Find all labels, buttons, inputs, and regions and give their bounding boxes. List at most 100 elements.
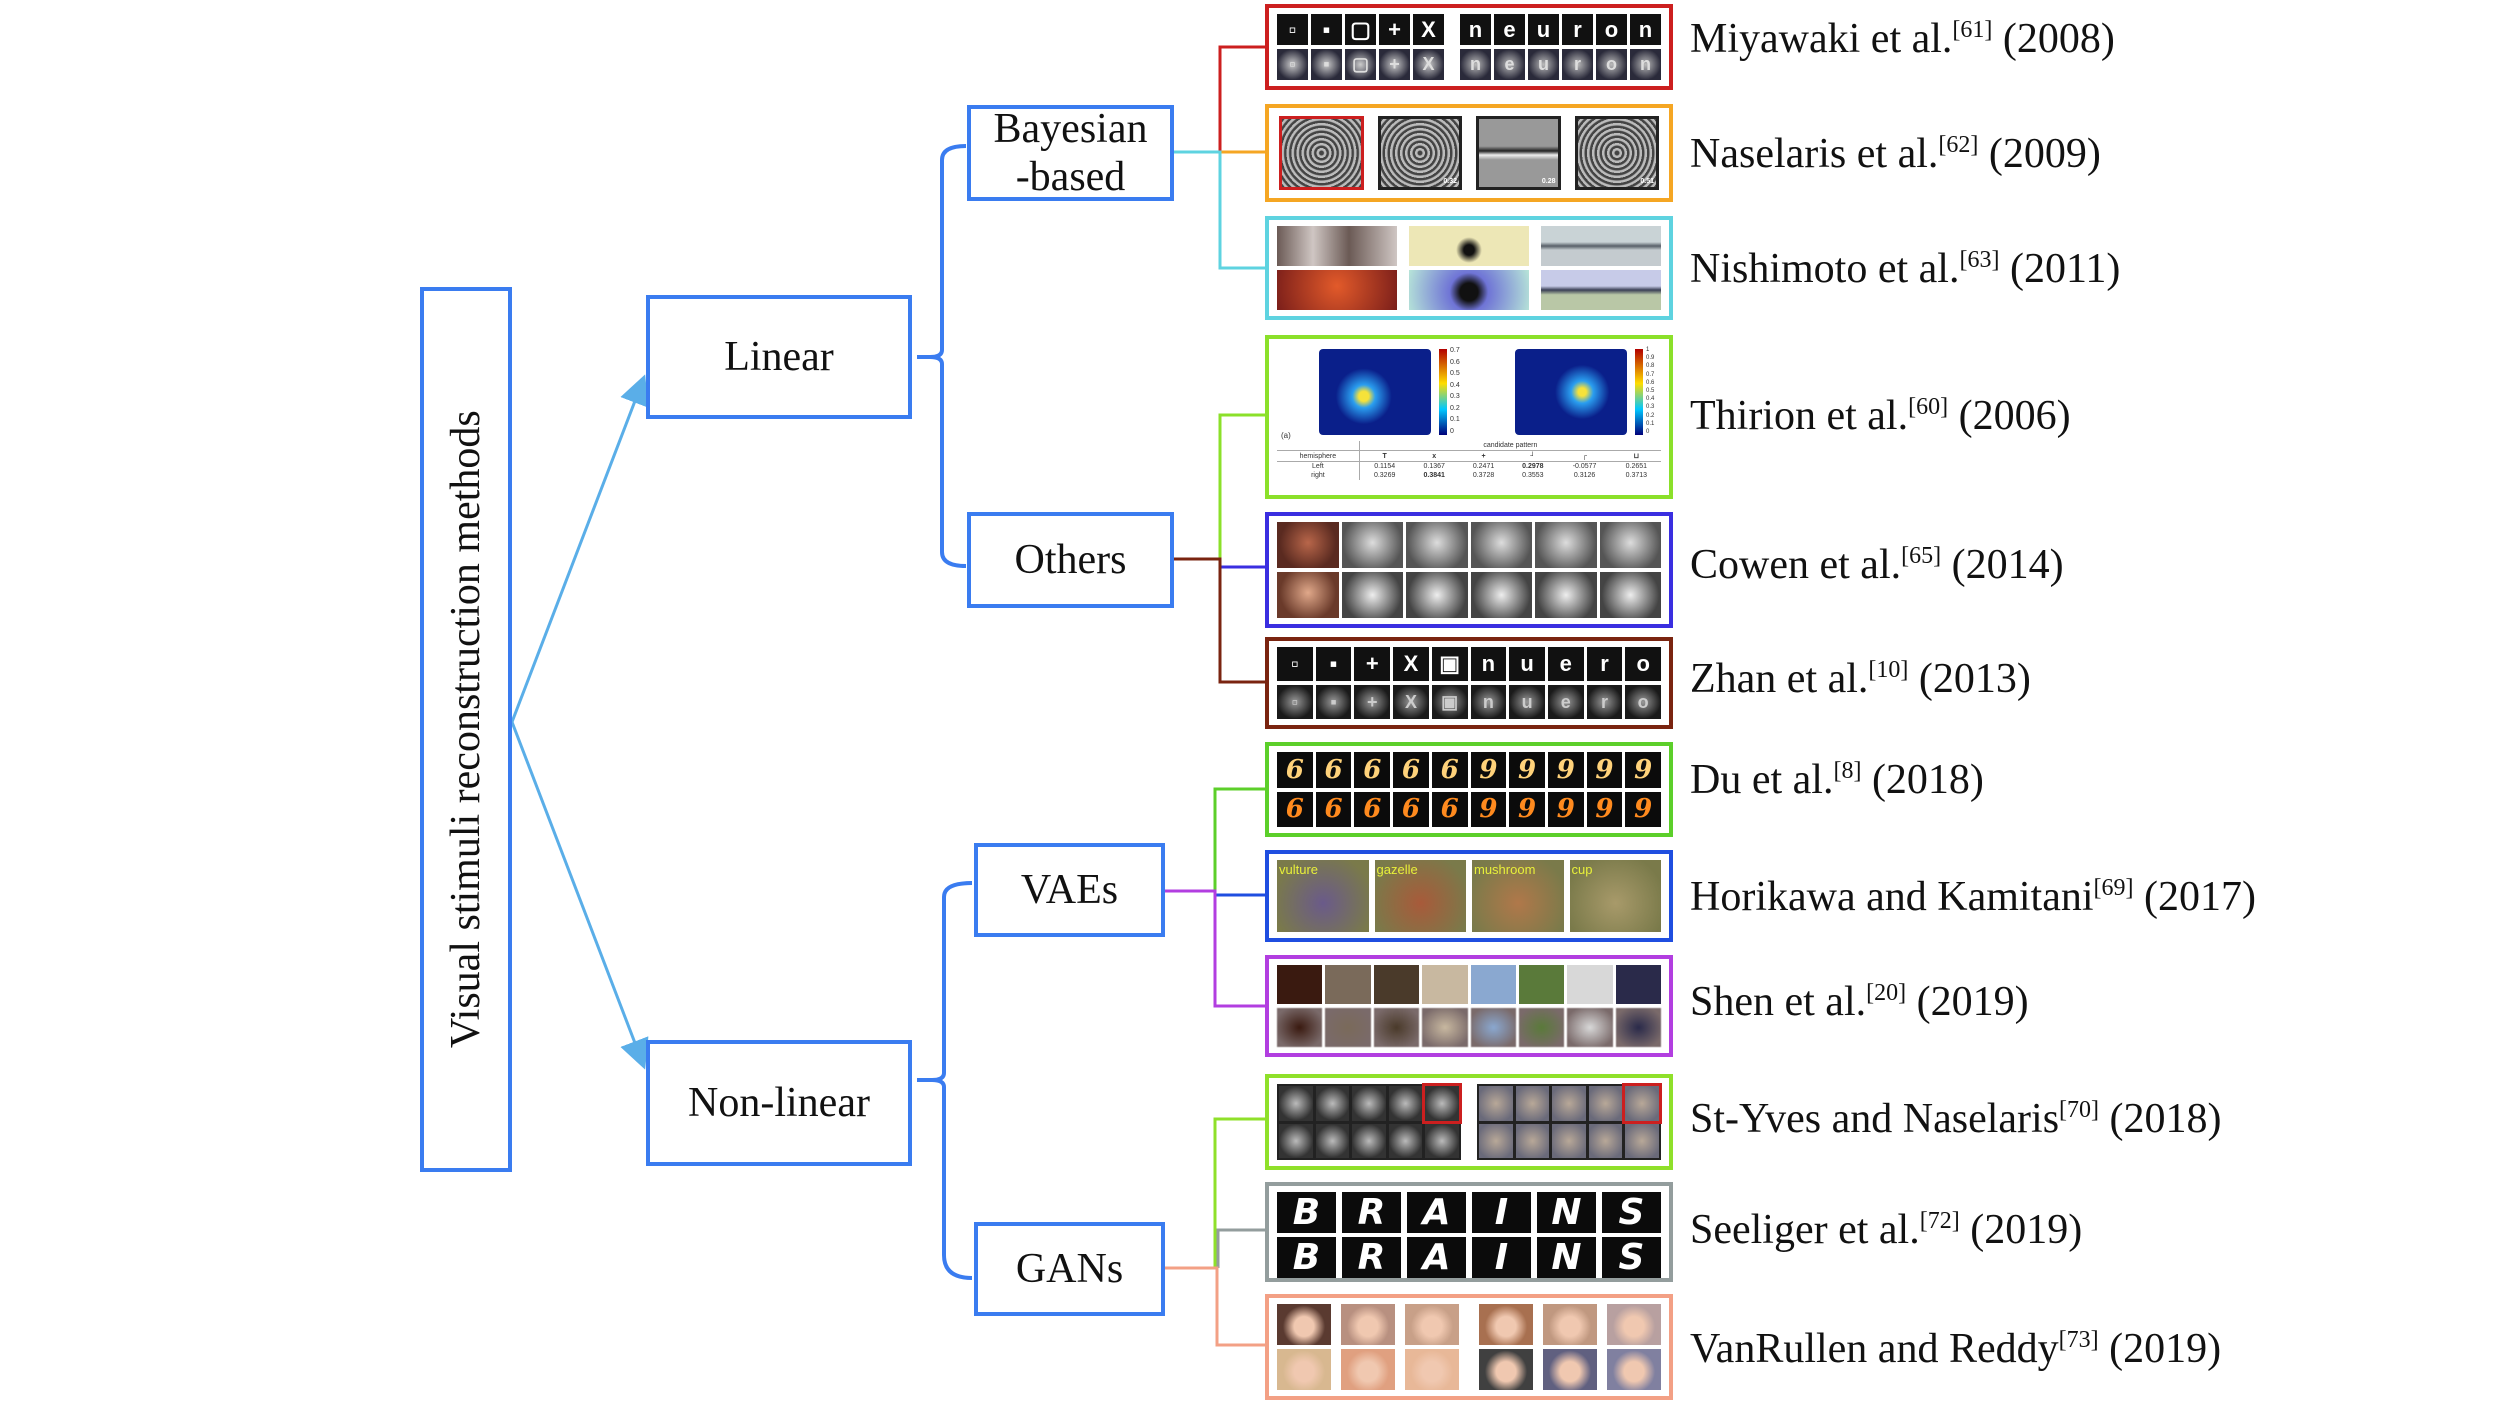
digit-stimulus: 9	[1586, 752, 1623, 788]
handwritten-letter: S	[1602, 1192, 1661, 1233]
reconstructed-glyph: e	[1547, 685, 1584, 719]
ref-author: Seeliger et al.	[1690, 1207, 1920, 1253]
ref-author: Zhan et al.	[1690, 656, 1869, 702]
stimulus-symbol: ▢	[1345, 14, 1376, 45]
reference-thirion: Thirion et al.[60] (2006)	[1690, 392, 2071, 440]
node-gans: GANs	[974, 1222, 1165, 1316]
colorbar-tick: 0.4	[1450, 381, 1460, 389]
generated-image: cup	[1569, 860, 1661, 932]
stimulus-glyph: ▫	[1277, 647, 1313, 681]
node-nonlinear: Non-linear	[646, 1040, 912, 1166]
receptive-field-image: 0.32	[1377, 116, 1462, 190]
table-cell: 0.2978	[1522, 463, 1544, 470]
ref-citation: [20]	[1866, 980, 1907, 1006]
stimulus-glyph: ▪	[1315, 647, 1352, 681]
thumbnail-cowen	[1265, 512, 1673, 628]
natural-image	[1470, 965, 1516, 1004]
ref-author: Miyawaki et al.	[1690, 16, 1953, 62]
reconstructed-image	[1567, 1008, 1613, 1047]
stimulus-symbol: +	[1379, 14, 1410, 45]
digit-stimulus: 6	[1315, 752, 1352, 788]
table-cell: 0.1154	[1358, 461, 1410, 471]
face-image	[1607, 1304, 1661, 1345]
connector-shen	[1163, 889, 1265, 1008]
reconstructed-image	[1588, 1086, 1623, 1121]
ref-year: (2009)	[1988, 131, 2101, 177]
reference-zhan: Zhan et al.[10] (2013)	[1690, 655, 2031, 703]
stimulus-image	[1352, 1123, 1386, 1158]
reconstructed-image	[1479, 1086, 1513, 1121]
digit-stimulus: 9	[1509, 752, 1545, 788]
image-faces-recon	[1277, 270, 1397, 310]
digit-reconstruction: 9	[1470, 791, 1507, 827]
handwritten-letter: B	[1277, 1192, 1336, 1233]
face-row	[1479, 1349, 1661, 1390]
digit-reconstruction: 6	[1277, 791, 1313, 827]
ref-year: (2019)	[2109, 1326, 2222, 1372]
face-image	[1543, 1349, 1597, 1390]
connector-du	[1213, 787, 1265, 891]
digit-reconstruction: 9	[1586, 791, 1623, 827]
face-image	[1277, 1304, 1331, 1345]
thumbnail-styves	[1265, 1074, 1673, 1170]
face-reconstruction	[1535, 522, 1597, 568]
arrow-to-nonlinear	[510, 721, 649, 1070]
thumb-row-stimuli	[1277, 965, 1661, 1004]
stimulus-letter: n	[1460, 14, 1491, 45]
digit-reconstruction: 6	[1431, 791, 1468, 827]
colorbar-tick: 0	[1450, 427, 1454, 435]
face-image	[1405, 1304, 1459, 1345]
reconstructed-glyph: n	[1470, 685, 1507, 719]
reference-nishimoto: Nishimoto et al.[63] (2011)	[1690, 245, 2120, 293]
node-linear: Linear	[646, 295, 912, 419]
digit-stimulus: 6	[1431, 752, 1468, 788]
face-image	[1479, 1304, 1533, 1345]
generated-image: vulture	[1277, 860, 1369, 932]
reference-naselaris: Naselaris et al.[62] (2009)	[1690, 130, 2101, 178]
image-landscape	[1541, 226, 1661, 266]
reference-miyawaki: Miyawaki et al.[61] (2008)	[1690, 15, 2115, 63]
ref-year: (2013)	[1918, 656, 2031, 702]
connector-styves	[1213, 1117, 1265, 1268]
ref-year: (2018)	[2109, 1096, 2222, 1142]
node-vaes-label: VAEs	[1020, 866, 1119, 913]
table-cell: 0.3713	[1625, 472, 1648, 479]
digit-reconstruction: 6	[1315, 791, 1352, 827]
ref-citation: [8]	[1833, 758, 1862, 784]
reconstructed-letter: R	[1342, 1237, 1401, 1278]
digit-reconstruction: 9	[1547, 791, 1584, 827]
vanrullen-right-group	[1479, 1304, 1661, 1390]
ref-author: Horikawa and Kamitani	[1690, 874, 2094, 920]
reconstructed-letter: n	[1630, 49, 1661, 80]
reference-seeliger: Seeliger et al.[72] (2019)	[1690, 1206, 2082, 1254]
table-cell: 0.3269	[1358, 471, 1410, 480]
generated-image: mushroom	[1472, 860, 1564, 932]
ref-year: (2017)	[2144, 874, 2257, 920]
colorbar-tick: 0.1	[1646, 420, 1655, 427]
table-cell: 0.3728	[1472, 472, 1495, 479]
natural-image	[1615, 965, 1661, 1004]
table-row-label: right	[1311, 472, 1325, 479]
stimulus-letter: n	[1630, 14, 1661, 45]
face-reconstruction	[1341, 572, 1403, 618]
reconstructed-symbol: ▢	[1345, 49, 1376, 80]
reconstructed-image	[1552, 1123, 1586, 1158]
connector-seeliger	[1216, 1228, 1270, 1268]
digit-reconstruction: 9	[1509, 791, 1545, 827]
stimulus-glyph: +	[1354, 647, 1391, 681]
ref-citation: [69]	[2093, 875, 2134, 901]
ref-citation: [60]	[1908, 394, 1949, 420]
stimulus-glyph: r	[1586, 647, 1623, 681]
styves-stimuli	[1277, 1083, 1462, 1160]
face-row	[1479, 1304, 1661, 1345]
connector-thirion	[1218, 413, 1265, 559]
stimulus-image	[1388, 1123, 1423, 1158]
reconstructed-glyph: ▣	[1431, 685, 1468, 719]
ref-author: Cowen et al.	[1690, 542, 1902, 588]
face-photo	[1277, 522, 1339, 568]
